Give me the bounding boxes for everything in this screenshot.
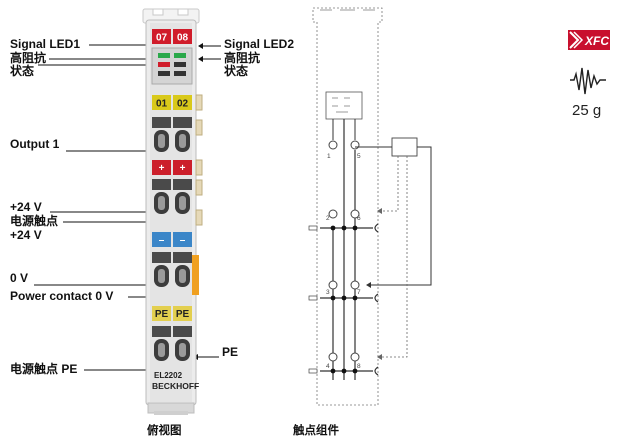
contact-schematic: 1 5 2 6 3 7 4 8	[308, 7, 432, 406]
led-01	[152, 95, 171, 110]
pin-4	[328, 352, 338, 362]
xfc-logo: XFC	[568, 30, 610, 50]
pe-marker-2	[173, 306, 192, 321]
output-led-block: 01 02	[152, 95, 192, 110]
pin-4-label: 4	[326, 363, 330, 370]
xfc-logo-text: XFC	[584, 34, 609, 48]
pin-5	[350, 140, 360, 150]
status-led-dark-2	[158, 71, 170, 76]
minus-marker-1	[152, 232, 171, 247]
pin-7	[350, 280, 360, 290]
pin-1-label: 1	[327, 153, 331, 160]
svg-text:–: –	[159, 235, 165, 246]
top-view-caption: 俯视图	[147, 423, 182, 437]
plus24v-label-b: +24 V	[10, 228, 42, 242]
clamp-row-3	[152, 252, 192, 287]
pe-right-label: PE	[222, 345, 238, 359]
minus-marker-row: – –	[152, 232, 192, 247]
power-contact-label: 电源触点	[10, 213, 58, 228]
status-led-dark-1	[174, 62, 186, 67]
pe-marker-row: PE PE	[152, 306, 192, 321]
led-07	[152, 29, 171, 44]
high-impedance-label-2: 高阻抗	[224, 50, 260, 65]
led-window	[151, 47, 193, 85]
plus-marker-row: + +	[152, 160, 192, 175]
signal-led1-label: Signal LED1	[10, 37, 80, 51]
status-label-1: 状态	[10, 63, 34, 78]
pin-8	[350, 352, 360, 362]
pin-5-label: 5	[357, 153, 361, 160]
minus-marker-2	[173, 232, 192, 247]
pin-7-label: 7	[357, 289, 361, 296]
pin-8-label: 8	[357, 363, 361, 370]
status-label-2: 状态	[224, 63, 248, 78]
svg-text:+: +	[159, 163, 165, 174]
pe-marker-1	[152, 306, 171, 321]
led-02	[173, 95, 192, 110]
plus-marker-1	[152, 160, 171, 175]
status-led-dark-3	[174, 71, 186, 76]
clamp-row-1	[152, 117, 192, 152]
svg-text:–: –	[180, 235, 186, 246]
led-08-label: 08	[177, 33, 189, 44]
pin-2-label: 2	[326, 215, 330, 222]
pe-marker-1-label: PE	[155, 309, 169, 320]
plus24v-label-a: +24 V	[10, 200, 42, 214]
led-08	[173, 29, 192, 44]
output1-label: Output 1	[10, 137, 60, 151]
led-02-label: 02	[177, 99, 189, 110]
led-01-label: 01	[156, 99, 168, 110]
pe-marker-2-label: PE	[176, 309, 190, 320]
clamp-row-2	[152, 179, 192, 214]
pin-6	[350, 209, 360, 219]
signal-led2-label: Signal LED2	[224, 37, 294, 51]
driver-block	[325, 91, 363, 120]
plus-marker-2	[173, 160, 192, 175]
led-07-label: 07	[156, 33, 168, 44]
brand-label: BECKHOFF	[152, 381, 199, 391]
high-impedance-label-1: 高阻抗	[10, 50, 46, 65]
power-contact-pe-label: 电源触点 PE	[10, 361, 77, 376]
svg-text:+: +	[180, 163, 186, 174]
top-led-block: 07 08	[152, 29, 192, 44]
weight-label: 25 g	[572, 102, 601, 119]
pin-3-label: 3	[326, 289, 330, 296]
clamp-row-4	[152, 326, 192, 361]
left-callouts: Signal LED1 高阻抗 状态 Output 1 +24 V 电源触点 +…	[10, 37, 153, 376]
status-led-green-1	[158, 53, 170, 58]
status-led-red-1	[158, 62, 170, 67]
right-callouts: Signal LED2 高阻抗 状态 PE	[193, 37, 294, 360]
pin-3	[328, 280, 338, 290]
vibration-weight-icon	[570, 67, 606, 95]
power-contact-0v-label: Power contact 0 V	[10, 289, 113, 303]
side-power-jumper	[192, 255, 199, 295]
power-supply-block	[391, 137, 418, 157]
zero-v-label: 0 V	[10, 271, 28, 285]
pin-2	[328, 209, 338, 219]
pin-1	[328, 140, 338, 150]
contact-assembly-caption: 触点组件	[292, 423, 339, 437]
pin-6-label: 6	[357, 215, 361, 222]
status-led-green-2	[174, 53, 186, 58]
model-label: EL2202	[154, 371, 183, 380]
